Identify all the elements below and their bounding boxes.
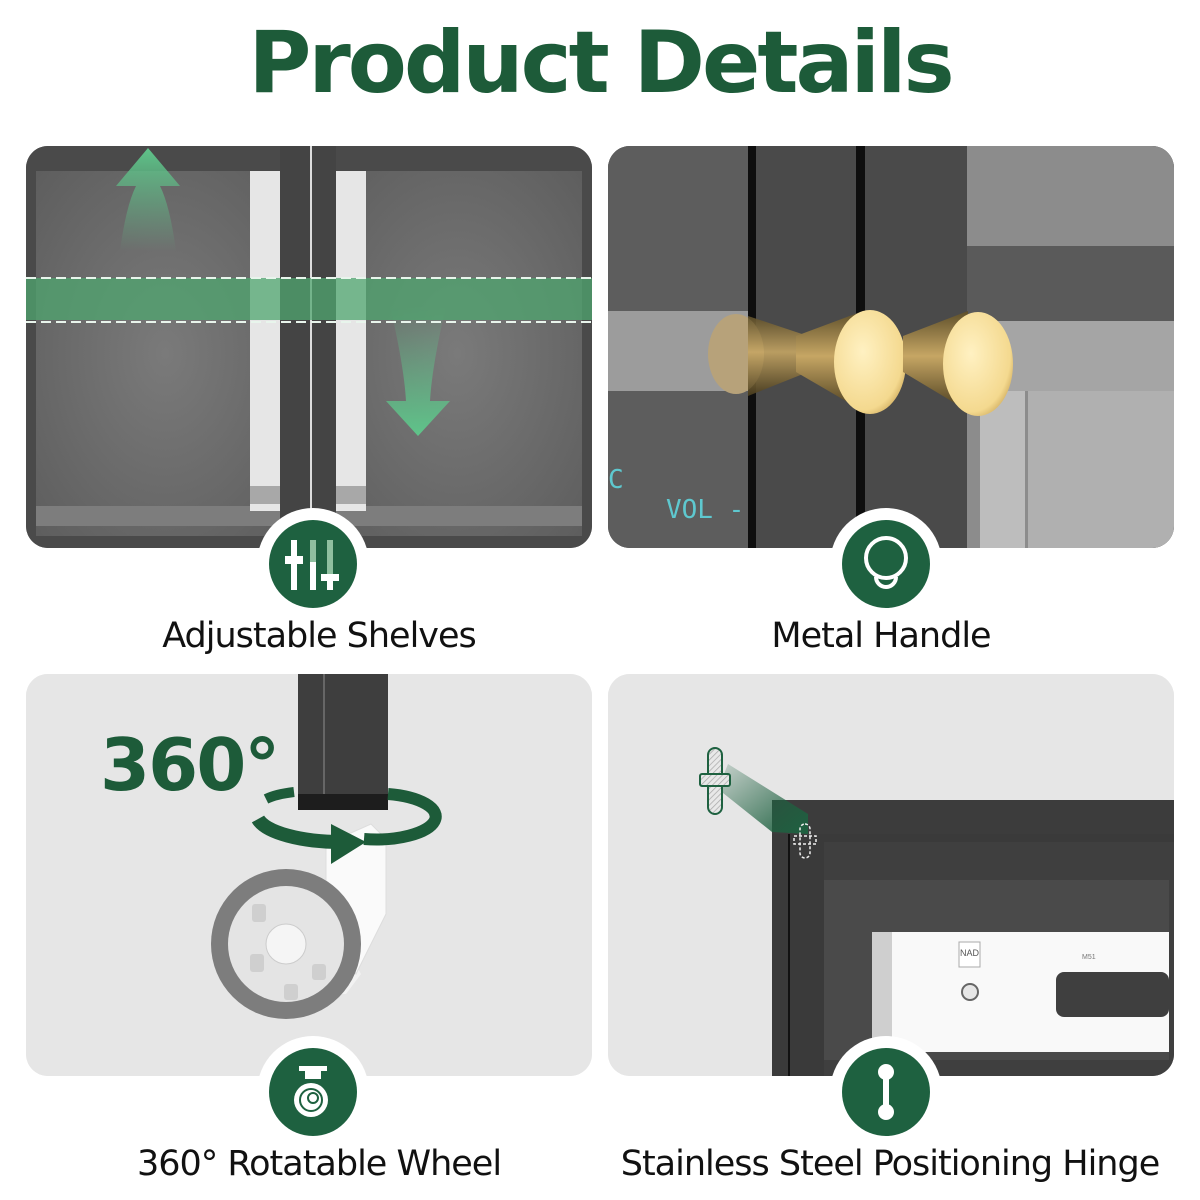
sliders-icon bbox=[285, 540, 339, 590]
adjustable-shelves-badge bbox=[257, 508, 369, 620]
display-text-vol: VOL - bbox=[666, 495, 744, 525]
knob-handle-icon bbox=[864, 536, 908, 589]
positioning-hinge-badge bbox=[830, 1036, 942, 1148]
metal-handle-label: Metal Handle bbox=[771, 616, 991, 656]
adjustable-shelves-label: Adjustable Shelves bbox=[162, 616, 477, 656]
positioning-hinge-label: Stainless Steel Positioning Hinge bbox=[620, 1144, 1161, 1184]
display-text-left: C bbox=[608, 465, 624, 495]
shelf-illustration bbox=[26, 146, 592, 548]
positioning-hinge-image: NAD M51 bbox=[608, 674, 1174, 1076]
device-model: M51 bbox=[1082, 954, 1096, 961]
metal-handle-badge bbox=[830, 508, 942, 620]
metal-handle-image: C VOL - bbox=[608, 146, 1174, 548]
rotatable-wheel-label: 360° Rotatable Wheel bbox=[136, 1144, 502, 1184]
adjustable-shelves-image bbox=[26, 146, 592, 548]
rotatable-wheel-image: 360° bbox=[26, 674, 592, 1076]
rotatable-wheel-badge bbox=[257, 1036, 369, 1148]
page-title: Product Details bbox=[248, 13, 954, 113]
caster-wheel-icon bbox=[294, 1066, 328, 1117]
degree-overlay: 360° bbox=[100, 723, 278, 807]
hinge-pin-icon bbox=[878, 1064, 894, 1120]
device-brand: NAD bbox=[960, 948, 980, 958]
